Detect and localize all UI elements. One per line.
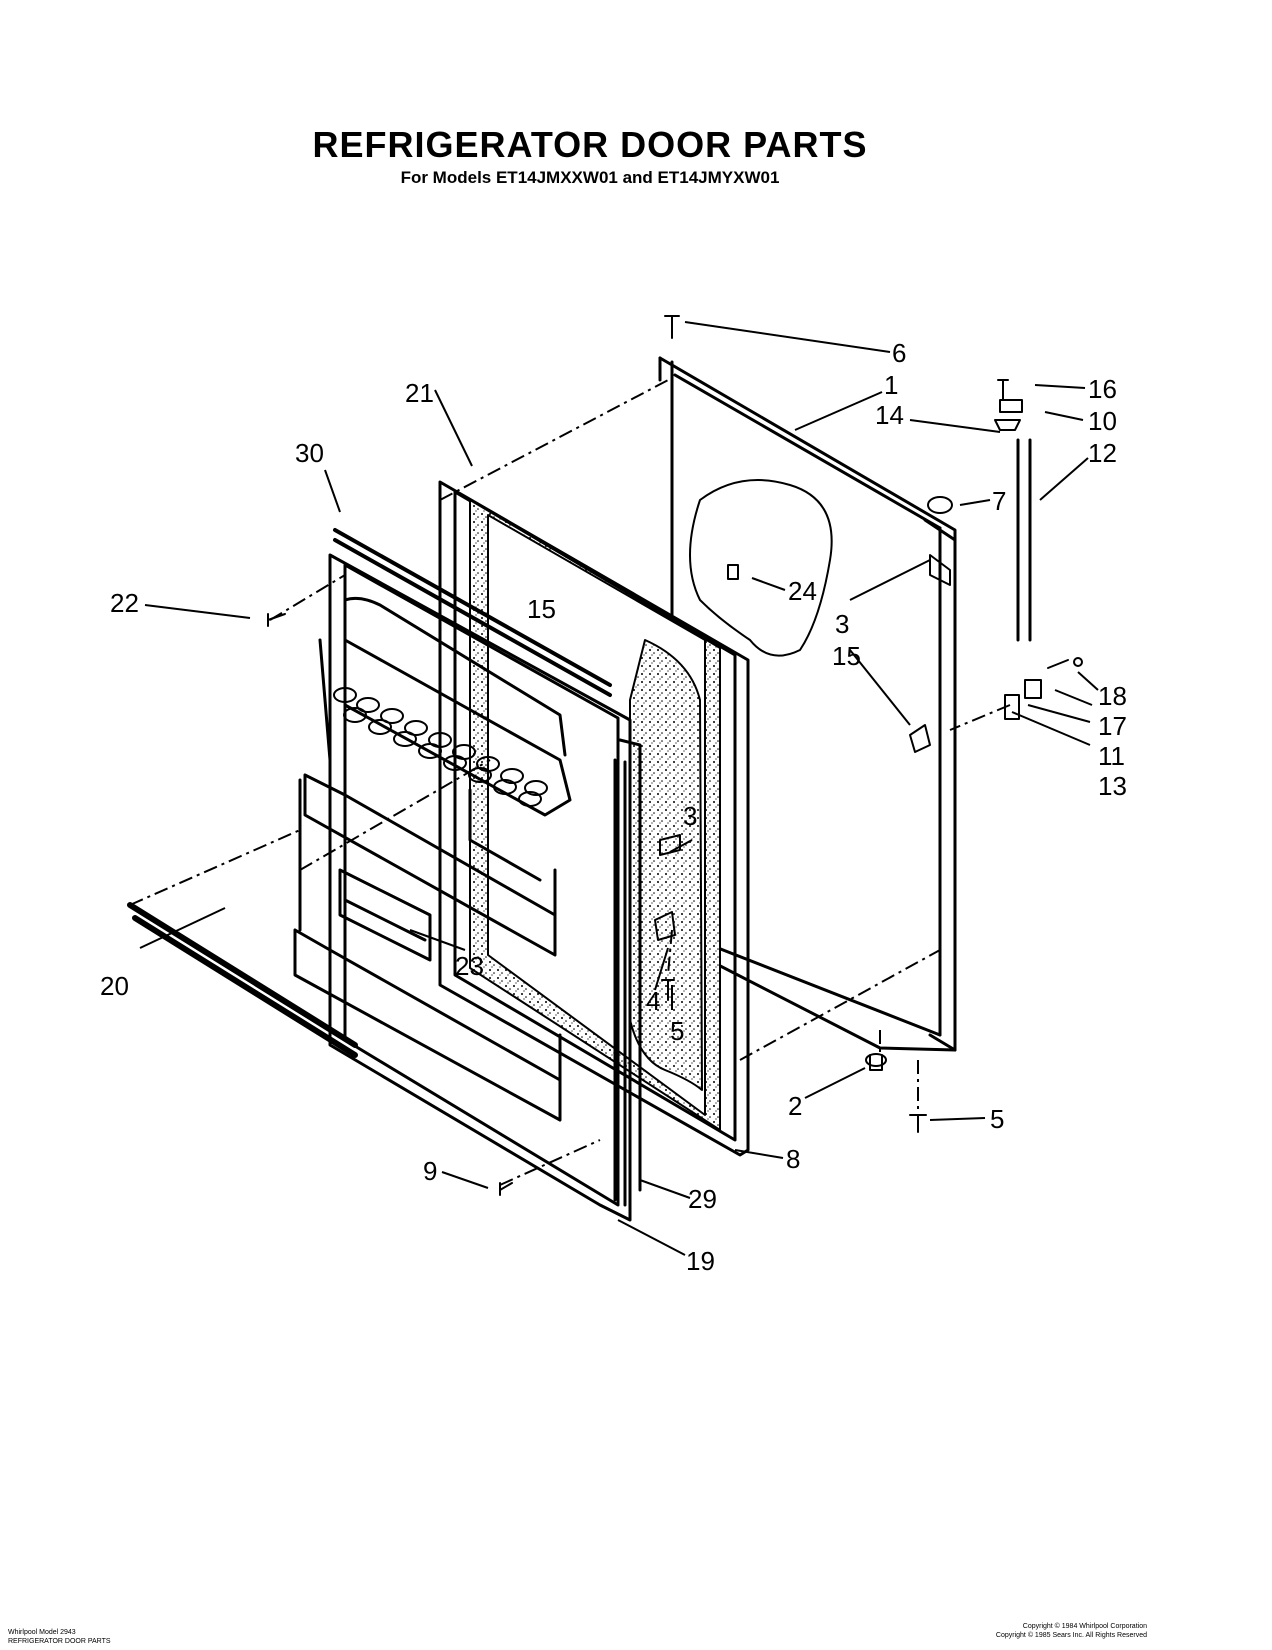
bottom-hinge — [909, 657, 1083, 753]
callout-11: 11 — [1098, 741, 1125, 771]
part-24 — [727, 564, 739, 580]
panel-cutaway — [689, 479, 833, 657]
callout-15: 15 — [832, 641, 861, 671]
callout-3: 3 — [835, 609, 849, 639]
callout-5: 5 — [990, 1104, 1004, 1134]
callout-16: 16 — [1088, 374, 1117, 404]
callout-2: 2 — [788, 1091, 802, 1121]
callout-21: 21 — [405, 378, 434, 408]
callout-30: 30 — [295, 438, 324, 468]
callout-5: 5 — [670, 1016, 684, 1046]
page-subtitle: For Models ET14JMXXW01 and ET14JMYXW01 — [400, 168, 780, 187]
callout-15: 15 — [527, 594, 556, 624]
footer-copyright-2: Copyright © 1985 Sears Inc. All Rights R… — [995, 1632, 1147, 1639]
callout-10: 10 — [1088, 406, 1117, 436]
footer-model: Whirlpool Model 2943 — [8, 1629, 76, 1636]
door-strip — [613, 758, 627, 1207]
top-trim — [333, 528, 612, 697]
callout-1: 1 — [884, 370, 898, 400]
fasteners — [267, 315, 927, 1196]
callout-18: 18 — [1098, 681, 1127, 711]
callout-6: 6 — [892, 338, 906, 368]
callout-20: 20 — [100, 971, 129, 1001]
callout-8: 8 — [786, 1144, 800, 1174]
callout-9: 9 — [423, 1156, 437, 1186]
callout-4: 4 — [646, 986, 660, 1016]
callout-22: 22 — [110, 588, 139, 618]
callout-12: 12 — [1088, 438, 1117, 468]
inner-door-liner — [293, 553, 642, 1222]
callout-23: 23 — [455, 951, 484, 981]
footer-right: Copyright © 1984 Whirlpool Corporation C… — [996, 1622, 1147, 1640]
callout-labels: 6 1 16 10 14 12 7 21 30 24 22 15 3 15 18… — [100, 338, 1127, 1276]
callout-14: 14 — [875, 400, 904, 430]
callout-17: 17 — [1098, 711, 1127, 741]
top-hinge — [927, 379, 1032, 642]
footer-section: REFRIGERATOR DOOR PARTS — [8, 1638, 111, 1645]
callout-29: 29 — [688, 1184, 717, 1214]
callout-13: 13 — [1098, 771, 1127, 801]
callout-3: 3 — [683, 801, 697, 831]
footer-copyright-1: Copyright © 1984 Whirlpool Corporation — [1022, 1623, 1147, 1630]
liner-foam — [629, 639, 703, 1091]
callout-19: 19 — [686, 1246, 715, 1276]
page-title: REFRIGERATOR DOOR PARTS — [312, 124, 868, 165]
bottom-trim — [127, 902, 358, 1058]
footer-left: Whirlpool Model 2943 REFRIGERATOR DOOR P… — [8, 1628, 111, 1646]
callout-24: 24 — [788, 576, 817, 606]
callout-7: 7 — [992, 486, 1006, 516]
